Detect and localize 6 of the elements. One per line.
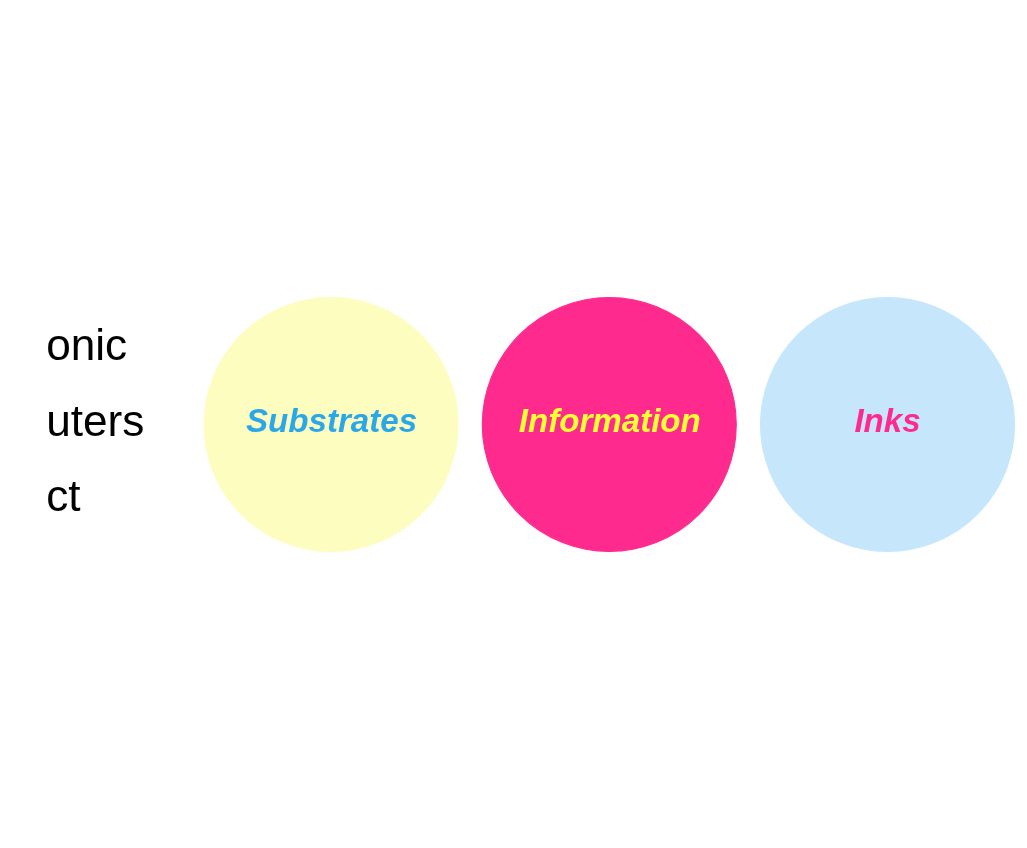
label: ct xyxy=(46,470,81,520)
label: uters xyxy=(46,395,145,445)
node-circle: Information xyxy=(481,296,737,552)
label: onic xyxy=(46,319,128,369)
node-circle: Substrates xyxy=(203,296,459,552)
node-circle: Inks xyxy=(760,296,1016,552)
